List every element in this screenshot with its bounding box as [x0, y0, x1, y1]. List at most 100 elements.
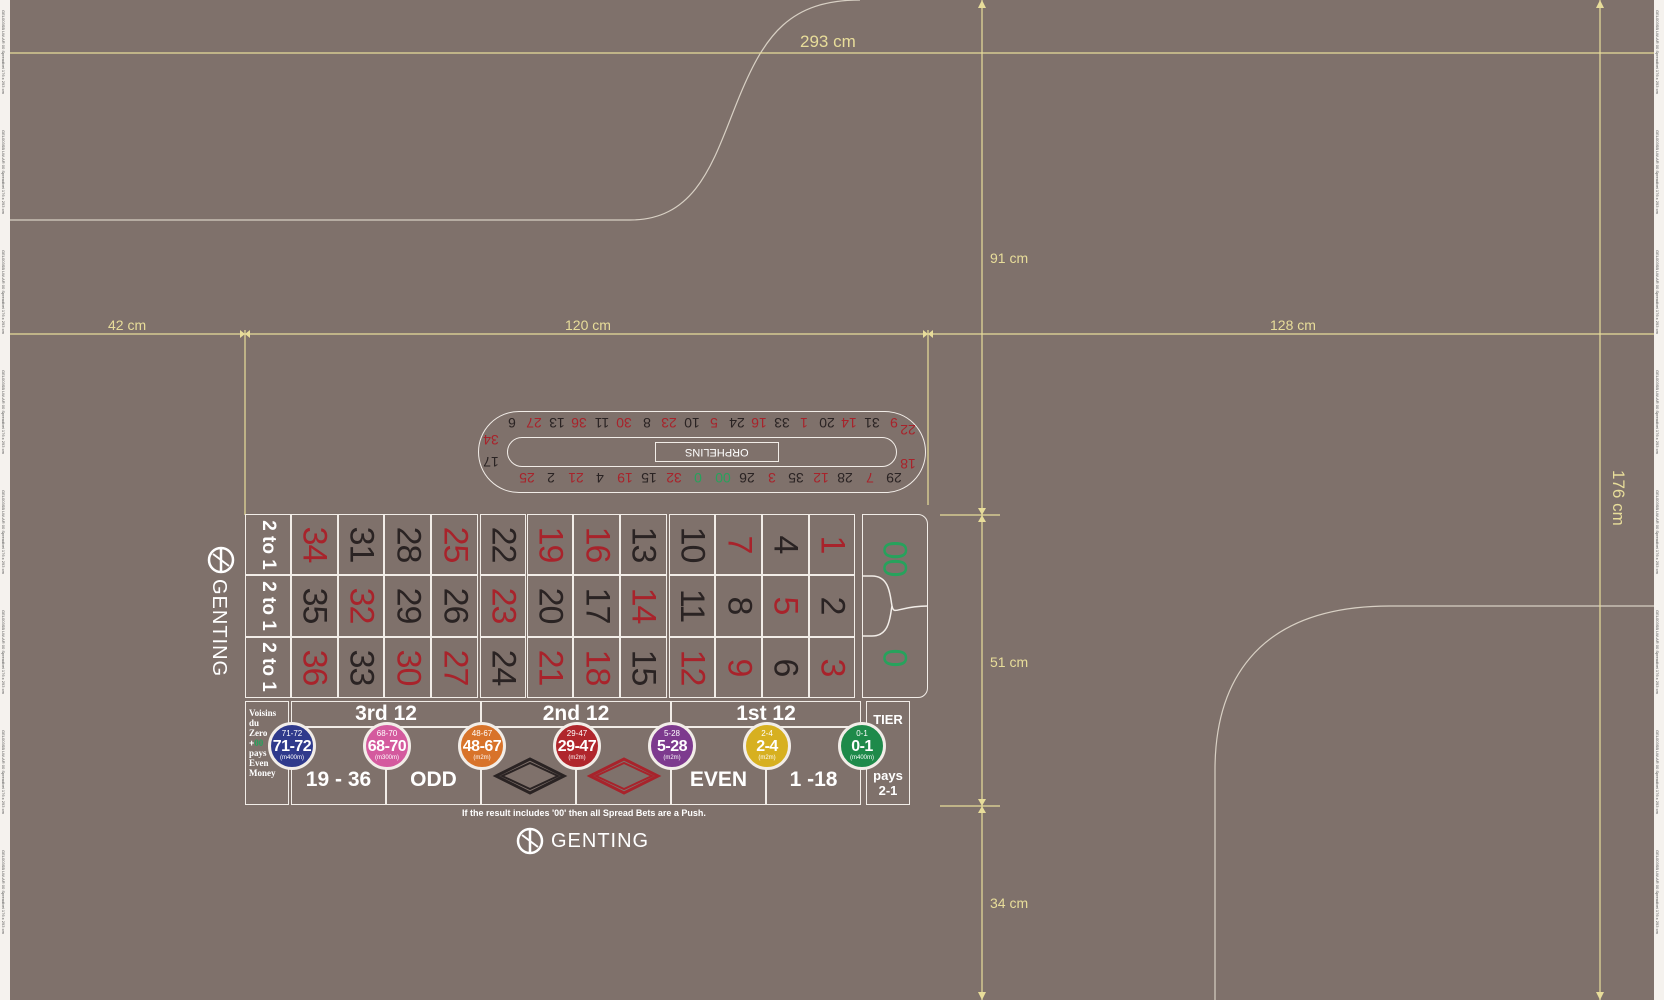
number-cell[interactable]: 35	[291, 575, 338, 637]
racetrack-number[interactable]: 20	[818, 415, 835, 431]
number-cell[interactable]: 31	[337, 514, 385, 576]
number-cell[interactable]: 18	[573, 636, 620, 698]
racetrack-number[interactable]: 32	[665, 470, 682, 486]
chip-limit: (m2m)	[758, 755, 776, 761]
column-bet[interactable]: 2 to 1	[245, 575, 291, 637]
zero-double-label: 00	[875, 540, 914, 576]
racetrack-number[interactable]: 33	[773, 415, 790, 431]
zero-single[interactable]: 0	[866, 620, 922, 694]
racetrack-number[interactable]: 4	[596, 470, 604, 486]
number-cell[interactable]: 10	[668, 514, 716, 576]
number-cell[interactable]: 34	[291, 514, 338, 576]
column-bet[interactable]: 2 to 1	[245, 636, 291, 698]
tier-box[interactable]: TIER pays 2-1	[866, 701, 910, 805]
racetrack-number[interactable]: 26	[739, 470, 755, 486]
racetrack-number[interactable]: 25	[518, 470, 535, 486]
outside-bet-label: 19 - 36	[305, 768, 372, 791]
number-cell[interactable]: 9	[715, 636, 762, 698]
number-label: 2	[813, 596, 852, 615]
number-cell[interactable]: 20	[526, 575, 574, 637]
racetrack-number[interactable]: 27	[526, 415, 542, 431]
genting-logo-icon	[516, 827, 544, 855]
number-cell[interactable]: 5	[762, 575, 809, 637]
racetrack-number[interactable]: 00	[714, 470, 731, 486]
number-cell[interactable]: 11	[668, 575, 716, 637]
number-cell[interactable]: 4	[762, 514, 809, 576]
number-cell[interactable]: 12	[668, 636, 716, 698]
racetrack-number[interactable]: 8	[642, 415, 651, 431]
racetrack-number[interactable]: 30	[616, 415, 632, 431]
number-cell[interactable]: 2	[808, 575, 856, 637]
number-cell[interactable]: 26	[431, 575, 478, 637]
black-diamond-icon[interactable]	[490, 756, 570, 796]
racetrack-number[interactable]: 2	[547, 470, 555, 486]
racetrack-number[interactable]: 17	[483, 454, 499, 470]
number-cell[interactable]: 14	[619, 575, 667, 637]
number-cell[interactable]: 17	[573, 575, 620, 637]
number-cell[interactable]: 30	[384, 636, 432, 698]
number-cell[interactable]: 24	[479, 636, 527, 698]
chip-limit: (m400m)	[849, 755, 874, 761]
number-cell[interactable]: 19	[526, 514, 574, 576]
number-label: 36	[295, 649, 334, 686]
number-cell[interactable]: 3	[808, 636, 856, 698]
number-cell[interactable]: 28	[384, 514, 432, 576]
racetrack-number[interactable]: 13	[548, 415, 565, 431]
number-cell[interactable]: 1	[808, 514, 856, 576]
number-cell[interactable]: 36	[291, 636, 338, 698]
number-cell[interactable]: 13	[619, 514, 667, 576]
racetrack-number[interactable]: 21	[567, 470, 584, 486]
number-cell[interactable]: 33	[337, 636, 385, 698]
bottom-brand: GENTING	[515, 826, 649, 856]
racetrack-number[interactable]: 12	[812, 470, 829, 486]
orphelins-box[interactable]: ORPHELINS	[655, 442, 779, 462]
racetrack-number[interactable]: 16	[751, 415, 767, 431]
number-cell[interactable]: 22	[479, 514, 527, 576]
number-cell[interactable]: 23	[479, 575, 527, 637]
number-cell[interactable]: 7	[715, 514, 762, 576]
racetrack-number[interactable]: 9	[890, 415, 898, 431]
racetrack-number[interactable]: 6	[507, 415, 516, 431]
racetrack-number[interactable]: 5	[710, 415, 718, 431]
racetrack-number[interactable]: 28	[837, 470, 853, 486]
voisins-line: du	[249, 718, 260, 728]
racetrack-number[interactable]: 24	[728, 415, 745, 431]
number-cell[interactable]: 25	[431, 514, 478, 576]
racetrack-number[interactable]: 36	[571, 415, 587, 431]
racetrack-number[interactable]: 10	[683, 415, 700, 431]
column-bet[interactable]: 2 to 1	[245, 514, 291, 576]
racetrack-number[interactable]: 23	[661, 415, 677, 431]
racetrack-number[interactable]: 3	[767, 470, 776, 486]
racetrack-number[interactable]: 19	[616, 470, 633, 486]
racetrack-number[interactable]: 35	[788, 470, 804, 486]
red-diamond-icon[interactable]	[584, 756, 664, 796]
number-cell[interactable]: 27	[431, 636, 478, 698]
number-label: 19	[531, 526, 570, 563]
number-cell[interactable]: 32	[337, 575, 385, 637]
racetrack-number[interactable]: 0	[694, 470, 702, 486]
racetrack-number[interactable]: 7	[865, 470, 874, 486]
racetrack-number[interactable]: 34	[483, 432, 499, 448]
right-print-edge: GEL003SB LW-AR 00 Spreadbet 176 x 293 cm…	[1654, 0, 1664, 1000]
number-cell[interactable]: 6	[762, 636, 809, 698]
racetrack-number[interactable]: 29	[886, 470, 902, 486]
racetrack-number[interactable]: 15	[641, 470, 657, 486]
number-cell[interactable]: 29	[384, 575, 432, 637]
racetrack-number[interactable]: 31	[863, 415, 880, 431]
racetrack-number[interactable]: 11	[594, 415, 609, 431]
number-cell[interactable]: 15	[619, 636, 667, 698]
number-cell[interactable]: 16	[573, 514, 620, 576]
number-cell[interactable]: 21	[526, 636, 574, 698]
racetrack-number[interactable]: 1	[800, 415, 808, 431]
zero-double[interactable]: 00	[866, 518, 922, 598]
racetrack-number[interactable]: 14	[841, 415, 857, 431]
number-cell[interactable]: 8	[715, 575, 762, 637]
